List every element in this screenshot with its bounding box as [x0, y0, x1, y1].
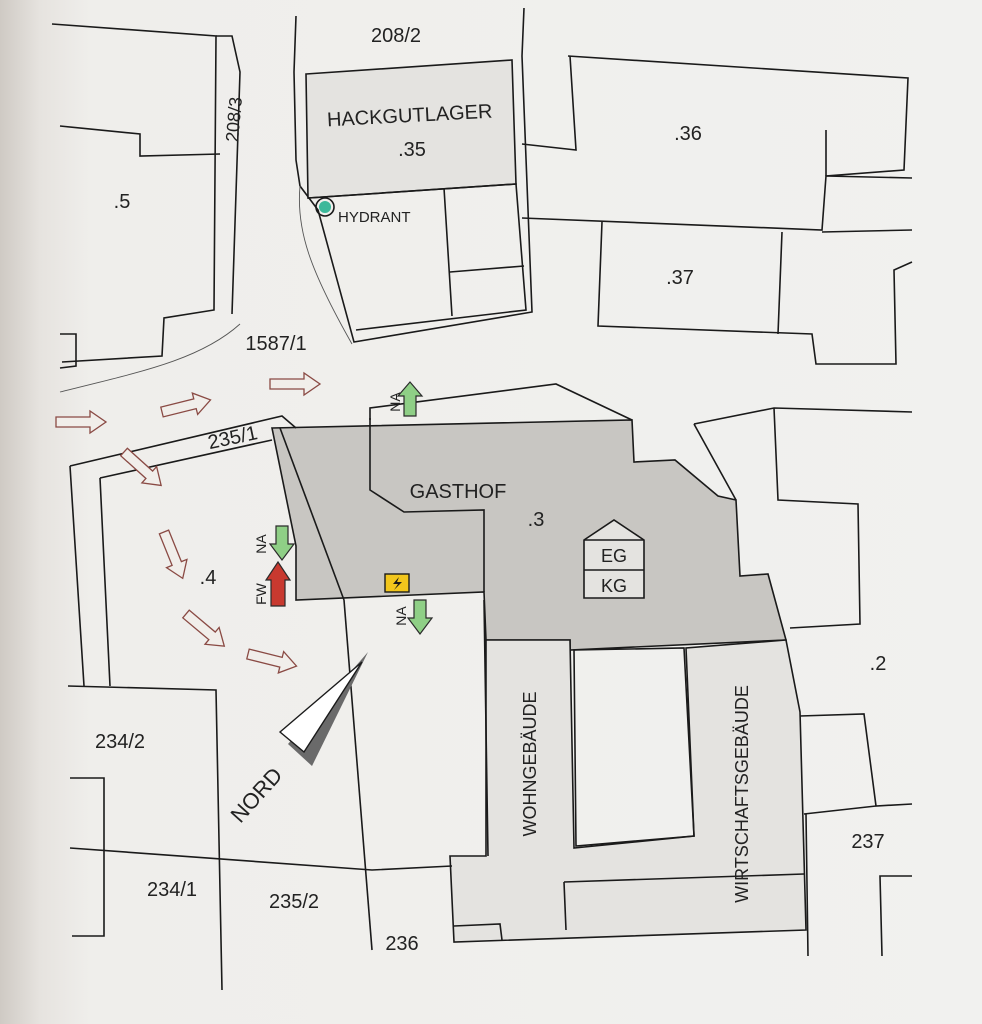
label-wirtschaftsgebaeude: WIRTSCHAFTSGEBÄUDE: [732, 685, 752, 903]
flow-arrow-6: [181, 609, 226, 647]
gasthof-inner-line: [369, 418, 485, 592]
label-5: .5: [114, 191, 131, 213]
parcel-37-outline: [597, 221, 913, 365]
lightning-icon: [384, 573, 410, 593]
na-label-left: NA: [253, 534, 269, 554]
label-235-1: 235/1: [206, 422, 260, 454]
label-208-3: 208/3: [222, 96, 246, 143]
parcel-4-right-2: [483, 599, 489, 857]
parcel-208-3: [216, 35, 241, 315]
na-arrow-top: NA: [387, 381, 424, 417]
gasthof-building: [271, 419, 788, 651]
small-annex: [453, 923, 503, 941]
label-236: 236: [385, 933, 418, 955]
label-gasthof: GASTHOF: [410, 481, 507, 503]
parcel-234-2: [67, 685, 223, 991]
left-stub: [59, 333, 77, 369]
parcel-4-right: [343, 599, 373, 951]
parcel-2-inner: [693, 407, 861, 629]
wohngebaeude-courtyard: [573, 647, 695, 847]
gasthof-inner-line-2: [279, 427, 345, 601]
label-3: .3: [528, 509, 545, 531]
fw-arrow: FW: [253, 560, 292, 607]
label-wohngebaeude: WOHNGEBÄUDE: [520, 691, 540, 836]
label-237: 237: [851, 831, 884, 853]
na-label-bottom: NA: [393, 606, 409, 626]
road-upper-line: [369, 383, 633, 421]
parcel-4-left: [69, 465, 111, 687]
parcel-5-inner: [59, 125, 221, 157]
label-234-2: 234/2: [95, 731, 145, 753]
na-label-top: NA: [387, 392, 403, 412]
label-35: .35: [398, 139, 426, 161]
parcel-234-1: [70, 777, 105, 937]
parcel-237-outline: [799, 713, 913, 957]
parcel-lower-line: [69, 847, 453, 871]
label-2: .2: [870, 653, 887, 675]
parcel-2-outline: [693, 407, 913, 425]
flow-arrow-5: [158, 529, 188, 580]
parcel-237-stub: [879, 875, 912, 957]
kg-label: KG: [601, 576, 627, 596]
label-36: .36: [674, 123, 702, 145]
label-235-2: 235/2: [269, 891, 319, 913]
parcel-235-1-outline: [69, 415, 297, 467]
parcel-36-inner: [825, 130, 913, 179]
na-arrow-left: NA: [253, 525, 296, 561]
eg-label: EG: [601, 546, 627, 566]
na-arrow-bottom: NA: [393, 599, 434, 635]
hydrant-icon: [315, 197, 335, 217]
parcel-235-1-inner: [99, 439, 273, 479]
label-37: .37: [666, 267, 694, 289]
wirtschaft-lower-line-2: [563, 881, 567, 931]
label-1587-1: 1587/1: [245, 333, 306, 355]
label-234-1: 234/1: [147, 879, 197, 901]
hackgutlager-inner: [443, 187, 525, 317]
road-curve-2: [298, 185, 353, 345]
hackgutlager-lower: [307, 183, 527, 331]
parcel-5-outline: [51, 23, 217, 363]
label-hydrant: HYDRANT: [338, 209, 411, 226]
hackgutlager-parcel: [293, 7, 533, 343]
parcel-37-inner: [777, 229, 913, 335]
fw-label: FW: [253, 582, 269, 605]
wirtschaft-lower-line: [563, 873, 805, 883]
label-208-2: 208/2: [371, 25, 421, 47]
parcel-36-outline: [521, 55, 909, 231]
road-curve: [59, 323, 241, 393]
flow-arrow-7: [246, 648, 298, 674]
label-4: .4: [200, 567, 217, 589]
flow-arrow-1: [55, 409, 108, 435]
flow-arrow-2: [160, 392, 212, 418]
parcel-36-step: [521, 55, 577, 151]
floor-plan-house-icon: EG KG: [583, 519, 645, 599]
north-arrow-icon: NORD: [225, 652, 368, 827]
flow-arrow-4: [119, 447, 163, 487]
nord-label: NORD: [225, 763, 287, 828]
flow-arrow-3: [269, 371, 322, 397]
wohngebaeude-building: [449, 639, 807, 943]
